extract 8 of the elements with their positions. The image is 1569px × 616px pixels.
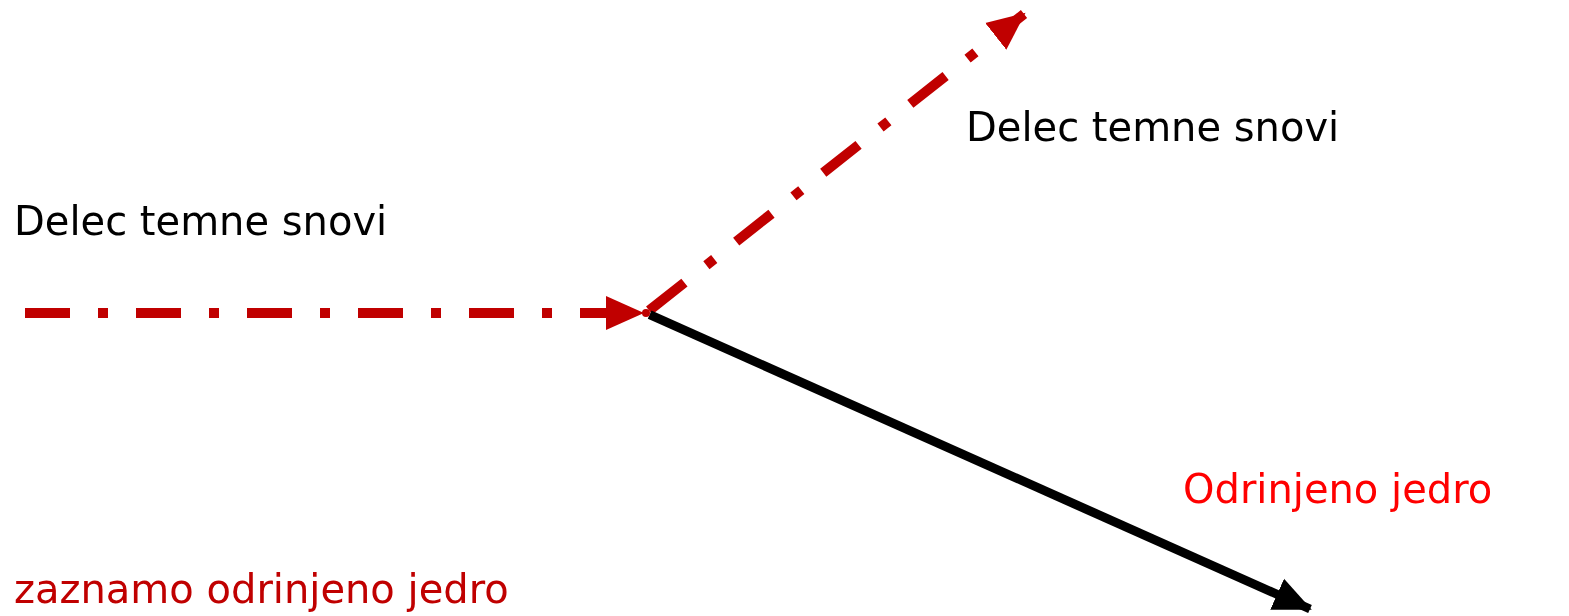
nucleus-label: Odrinjeno jedro: [1183, 466, 1493, 512]
particle-label: Delec temne snovi: [14, 198, 388, 244]
detection-label: zaznamo odrinjeno jedro: [14, 566, 509, 612]
arrow: [647, 310, 1312, 614]
particle-label: Delec temne snovi: [966, 104, 1340, 150]
collision-point: [642, 309, 650, 317]
arrow: [25, 296, 644, 330]
arrow: [646, 10, 1028, 315]
